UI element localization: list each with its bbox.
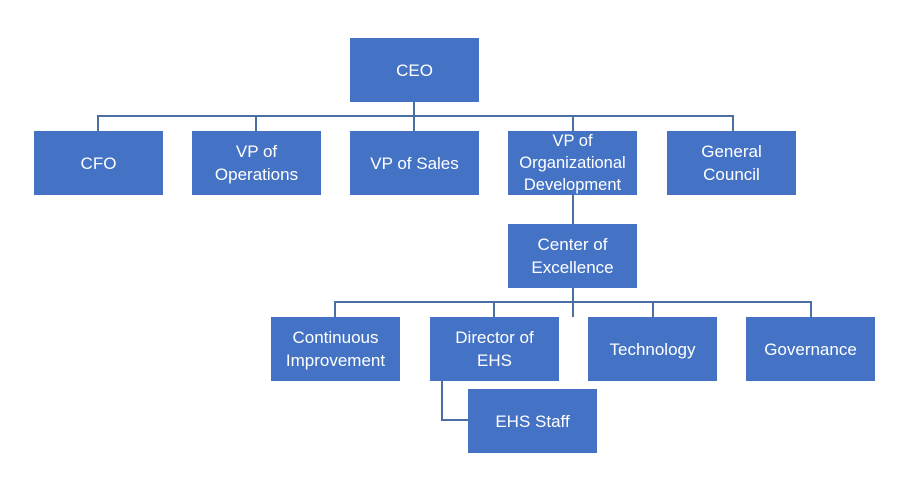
connector <box>441 419 469 421</box>
connector <box>334 301 812 303</box>
node-ceo: CEO <box>350 38 479 102</box>
connector <box>572 195 574 224</box>
connector <box>441 381 443 421</box>
connector <box>732 115 734 131</box>
node-general-council: General Council <box>667 131 796 195</box>
node-vp-sales: VP of Sales <box>350 131 479 195</box>
connector <box>97 115 734 117</box>
node-technology: Technology <box>588 317 717 381</box>
connector <box>652 301 654 317</box>
node-center-of-excellence: Center of Excellence <box>508 224 637 288</box>
node-ehs-staff: EHS Staff <box>468 389 597 453</box>
connector <box>255 115 257 131</box>
node-vp-operations: VP of Operations <box>192 131 321 195</box>
node-cfo: CFO <box>34 131 163 195</box>
node-vp-org-dev: VP of Organizational Development <box>508 131 637 195</box>
connector <box>572 115 574 131</box>
node-governance: Governance <box>746 317 875 381</box>
connector <box>493 301 495 317</box>
connector <box>334 301 336 317</box>
node-continuous-improvement: Continuous Improvement <box>271 317 400 381</box>
connector <box>810 301 812 317</box>
connector <box>97 115 99 131</box>
node-director-ehs: Director of EHS <box>430 317 559 381</box>
